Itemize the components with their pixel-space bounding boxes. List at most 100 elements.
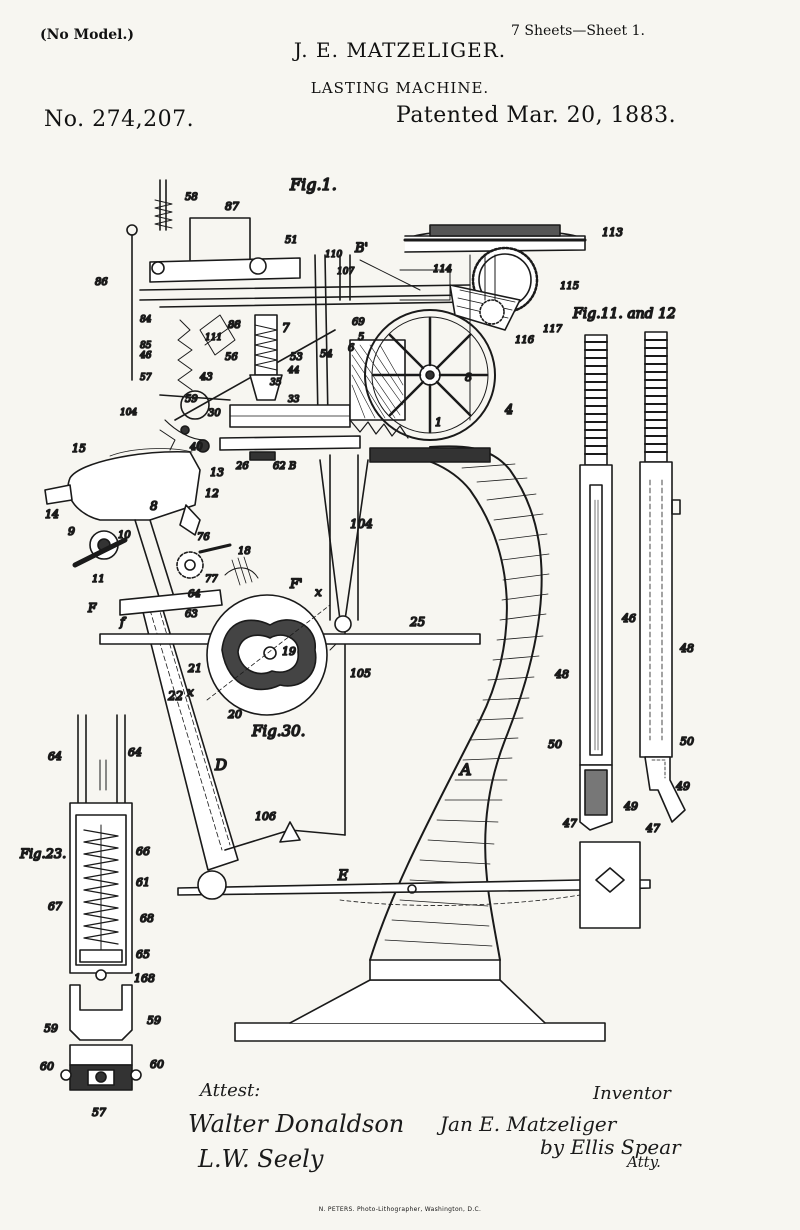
printer-credit: N. PETERS. Photo-Lithographer, Washingto…: [318, 1206, 482, 1213]
inventor-signature: Jan E. Matzeliger: [440, 1112, 617, 1136]
ref-label: 10: [118, 530, 131, 541]
ref-label: 49: [623, 800, 638, 813]
attorney-title: Atty.: [627, 1153, 661, 1171]
ref-label: 59: [147, 1014, 161, 1027]
ref-label: 18: [238, 546, 251, 557]
ref-label: 51: [285, 235, 298, 246]
patent-date: Patented Mar. 20, 1883.: [396, 103, 677, 128]
ref-label: 68: [140, 912, 154, 925]
attest-label: Attest:: [200, 1080, 261, 1101]
ref-label: 57: [92, 1106, 106, 1119]
ref-label: 168: [134, 972, 155, 985]
ref-label: 7: [282, 321, 290, 335]
ref-label: 64: [188, 589, 201, 600]
figure-label: Fig.23.: [19, 847, 66, 862]
invention-title: LASTING MACHINE.: [310, 79, 490, 97]
ref-label: 116: [515, 335, 535, 346]
ref-label: 76: [197, 532, 210, 543]
attorney-signature: by Ellis Spear: [540, 1135, 681, 1159]
ref-label: 53: [290, 352, 303, 363]
ref-label: 25: [409, 615, 425, 629]
ref-label: 117: [543, 324, 563, 335]
ref-label: 47: [562, 817, 577, 830]
ref-label: 110: [325, 250, 342, 260]
fig-23: 64 64 66 61 67 68 65 168 59 59 60 60 57 …: [18, 714, 165, 1120]
ref-label: 50: [548, 738, 562, 751]
ref-label: 87: [225, 200, 239, 213]
ref-label: 114: [433, 264, 452, 275]
ref-label: 67: [48, 900, 62, 913]
ref-label: F': [289, 577, 303, 592]
ref-label: 62 B: [273, 461, 296, 472]
ref-label: 12: [205, 487, 219, 500]
ref-label: 84: [140, 315, 152, 325]
figure-label: Fig.1.: [289, 175, 337, 194]
ref-label: B': [354, 241, 368, 256]
ref-label: E: [337, 868, 348, 884]
inventor-label: Inventor: [593, 1083, 671, 1104]
ref-label: 107: [337, 267, 354, 277]
ref-label: 104: [350, 517, 373, 531]
ref-label: 106: [255, 810, 276, 823]
ref-label: 58: [185, 192, 198, 203]
ref-label: x: [315, 585, 322, 599]
patent-number: No. 274,207.: [44, 107, 195, 132]
ref-label: F: [87, 601, 97, 615]
ref-label: 57: [140, 373, 152, 383]
ref-label: 88: [228, 320, 241, 331]
ref-label: 15: [72, 442, 86, 455]
ref-label: 50: [680, 735, 694, 748]
ref-label: 105: [350, 667, 371, 680]
ref-label: 63: [185, 609, 198, 620]
ref-label: 104: [120, 408, 137, 418]
ref-label: A: [458, 760, 472, 779]
ref-label: 26: [235, 461, 249, 472]
ref-label: 11: [92, 574, 105, 585]
ref-label: 40: [189, 442, 203, 453]
witness-signature: Walter Donaldson: [188, 1110, 405, 1138]
ref-label: 22: [167, 689, 183, 703]
ref-label: 61: [136, 876, 150, 889]
ref-label: 13: [210, 466, 224, 479]
ref-label: 8: [465, 371, 472, 384]
ref-label: 46: [621, 612, 636, 625]
ref-label: 69: [352, 317, 365, 328]
ref-label: 43: [199, 372, 213, 383]
ref-label: 5: [358, 332, 364, 343]
sheet-count: 7 Sheets—Sheet 1.: [511, 23, 645, 39]
ref-label: 1: [435, 416, 442, 429]
ref-label: 65: [136, 948, 150, 961]
ref-label: 6: [348, 343, 355, 354]
ref-label: 64: [48, 750, 62, 763]
ref-label: 33: [288, 395, 300, 405]
ref-label: 20: [227, 708, 242, 721]
ref-label: x: [187, 685, 194, 699]
ref-label: 111: [205, 333, 222, 343]
ref-label: 49: [675, 780, 690, 793]
ref-label: 47: [645, 822, 660, 835]
ref-label: 8: [150, 499, 158, 513]
ref-label: 64: [128, 746, 142, 759]
ref-label: 86: [95, 277, 108, 288]
ref-label: 44: [287, 366, 300, 376]
ref-label: 30: [208, 408, 221, 419]
ref-label: 115: [560, 281, 579, 292]
fig-30: 19 F' x 21 x 20 Fig.30.: [186, 576, 331, 741]
ref-label: 56: [225, 352, 238, 363]
ref-label: 48: [554, 668, 569, 681]
no-model-note: (No Model.): [40, 27, 134, 43]
link-rods: 106 104 105: [224, 454, 374, 851]
figure-label: Fig.11. and 12: [572, 306, 676, 322]
ref-label: 19: [282, 645, 296, 658]
machine-stand: A: [234, 445, 606, 1042]
ref-label: 35: [270, 378, 282, 388]
ref-label: 9: [68, 525, 75, 538]
ref-label: 4: [504, 403, 513, 418]
ref-label: 59: [185, 394, 198, 405]
ref-label: 113: [602, 226, 623, 239]
treadle-lever: E: [177, 841, 651, 929]
ref-label: 59: [44, 1022, 58, 1035]
ref-label: f: [119, 615, 127, 629]
ref-label: 66: [136, 845, 150, 858]
